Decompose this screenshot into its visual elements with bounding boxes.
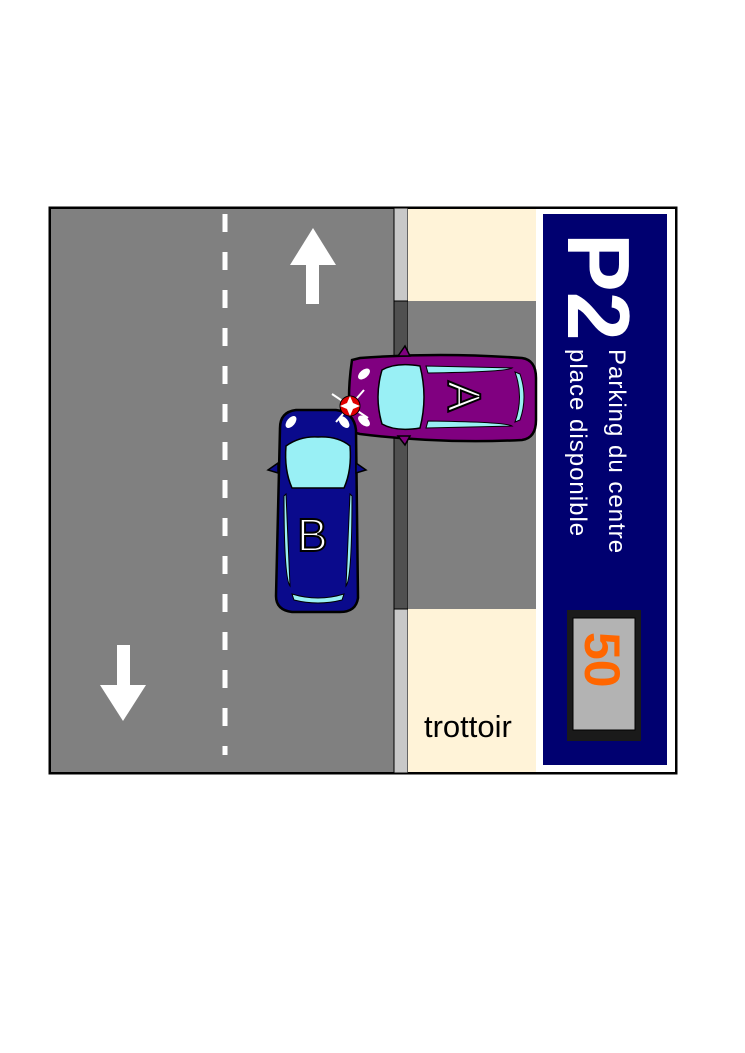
collision-impact-icon: [331, 389, 369, 423]
parking-entrance: [408, 301, 536, 609]
available-spaces-counter: 50: [574, 632, 630, 688]
sign-line-2: place disponible: [564, 349, 591, 537]
car-b-label: B: [297, 509, 328, 561]
sidewalk-label: trottoir: [424, 709, 512, 744]
sign-title: P2: [549, 233, 648, 341]
car-b: B: [266, 408, 368, 614]
car-a: A: [347, 344, 538, 447]
arrow-down-icon: [100, 645, 146, 721]
car-a-label: A: [438, 381, 490, 412]
sign-line-1: Parking du centre: [603, 349, 630, 554]
arrow-up-icon: [290, 228, 336, 304]
counter-display: [572, 617, 636, 731]
